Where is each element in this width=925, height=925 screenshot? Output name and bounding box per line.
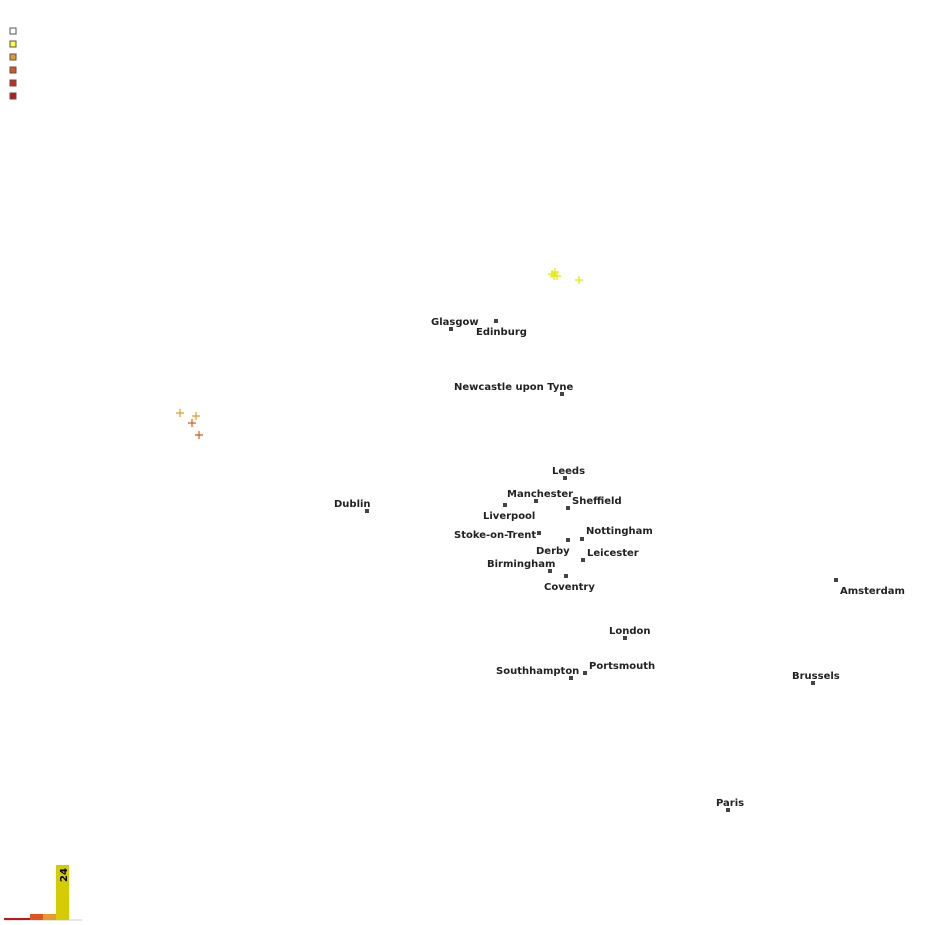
city-label-birmingham: Birmingham [487, 559, 555, 570]
histogram-bar [43, 914, 56, 920]
legend-swatch-dark-red [9, 92, 17, 100]
city-marker-stoke-on-trent [537, 531, 541, 535]
city-label-stoke-on-trent: Stoke-on-Trent [454, 530, 536, 541]
event-marker [195, 431, 203, 439]
city-label-amsterdam: Amsterdam [840, 586, 905, 597]
city-label-brussels: Brussels [792, 671, 840, 682]
event-marker [575, 276, 583, 284]
city-marker-dublin [365, 509, 369, 513]
city-marker-leicester [581, 558, 585, 562]
city-label-dublin: Dublin [334, 499, 371, 510]
city-marker-newcastle [560, 392, 564, 396]
city-marker-liverpool [503, 503, 507, 507]
city-label-paris: Paris [716, 798, 744, 809]
city-label-sheffield: Sheffield [572, 496, 622, 507]
event-marker [550, 272, 558, 280]
city-marker-paris [726, 808, 730, 812]
city-marker-leeds [563, 476, 567, 480]
histogram-bar [30, 914, 43, 920]
legend-swatch-white [9, 27, 17, 35]
legend-swatch-yellow [9, 40, 17, 48]
city-label-nottingham: Nottingham [586, 526, 653, 537]
city-marker-birmingham [548, 569, 552, 573]
city-label-southhampton: Southhampton [496, 666, 579, 677]
event-marker [188, 419, 196, 427]
histogram-bar-label: 24 [59, 868, 70, 882]
legend-swatch-orange [9, 53, 17, 61]
city-marker-london [623, 636, 627, 640]
event-marker [176, 409, 184, 417]
city-marker-glasgow [449, 327, 453, 331]
city-label-glasgow: Glasgow [431, 317, 479, 328]
city-label-newcastle: Newcastle upon Tyne [454, 382, 574, 393]
city-marker-portsmouth [583, 671, 587, 675]
city-marker-sheffield [566, 506, 570, 510]
legend-swatch-red [9, 79, 17, 87]
city-label-leicester: Leicester [587, 548, 639, 559]
city-label-liverpool: Liverpool [483, 511, 535, 522]
event-marker [551, 268, 559, 276]
city-label-derby: Derby [536, 546, 570, 557]
event-marker [192, 412, 200, 420]
cities: Glasgow Edinburg Newcastle upon Tyne Lee… [334, 317, 905, 812]
city-label-leeds: Leeds [552, 466, 585, 477]
city-label-manchester: Manchester [507, 489, 573, 500]
event-cluster-north-sea [548, 268, 583, 284]
city-label-coventry: Coventry [544, 582, 595, 593]
city-marker-derby [566, 538, 570, 542]
legend-swatch-dark-orange [9, 66, 17, 74]
city-marker-brussels [811, 681, 815, 685]
city-label-portsmouth: Portsmouth [589, 661, 655, 672]
city-marker-manchester [534, 499, 538, 503]
city-label-london: London [609, 626, 651, 637]
city-marker-southhampton [569, 676, 573, 680]
city-marker-amsterdam [834, 578, 838, 582]
histogram-bar [4, 918, 30, 920]
histogram-bar [56, 865, 69, 920]
magnitude-histogram: 24 [4, 865, 82, 921]
city-marker-nottingham [580, 537, 584, 541]
event-cluster-irish-sea [176, 409, 203, 439]
legend [9, 27, 17, 100]
city-marker-edinburg [494, 319, 498, 323]
city-marker-coventry [564, 574, 568, 578]
city-label-edinburg: Edinburg [476, 327, 527, 338]
